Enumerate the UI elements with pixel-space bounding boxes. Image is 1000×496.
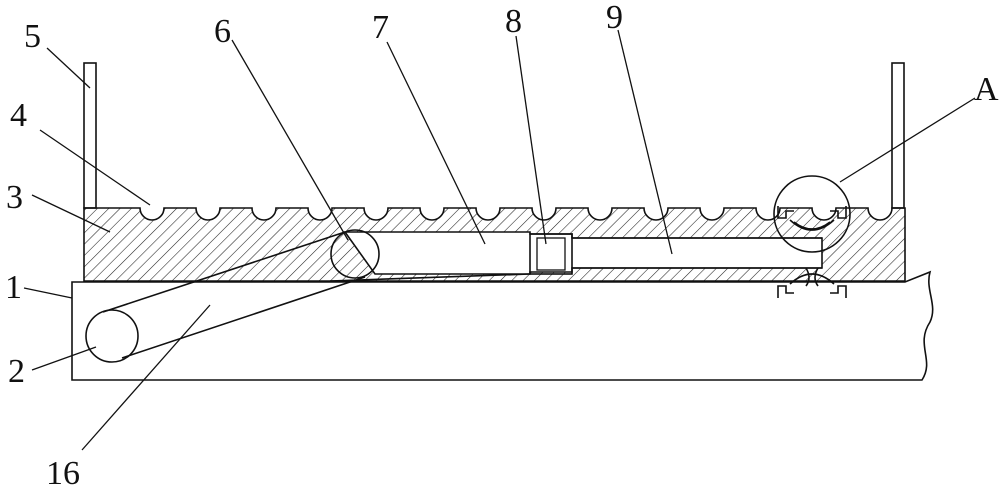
label-8: 8	[505, 3, 522, 40]
label-2: 2	[8, 353, 25, 390]
leader-3	[31, 194, 111, 233]
leader-2	[31, 346, 97, 371]
leader-16	[81, 304, 211, 451]
label-16: 16	[46, 455, 80, 492]
right-post	[891, 62, 905, 209]
label-6: 6	[214, 13, 231, 50]
leader-4	[39, 129, 151, 206]
belt-lower	[121, 276, 366, 359]
leader-6	[231, 39, 349, 241]
belt-upper	[102, 231, 346, 313]
label-A: A	[974, 71, 999, 108]
label-3: 3	[6, 179, 23, 216]
leader-8	[515, 35, 547, 245]
roller-upper	[330, 229, 380, 279]
leader-1	[23, 287, 73, 299]
leader-A	[839, 97, 976, 183]
label-4: 4	[10, 97, 27, 134]
sleeve-8-inner	[536, 237, 566, 271]
label-7: 7	[372, 9, 389, 46]
detail-a-circle	[773, 175, 851, 253]
leader-7	[386, 41, 486, 245]
label-9: 9	[606, 0, 623, 36]
sleeve-8	[529, 233, 573, 275]
detail-a-clamp-lower	[777, 267, 847, 298]
base-plate	[71, 270, 934, 381]
label-1: 1	[5, 269, 22, 306]
roller-lower	[85, 309, 139, 363]
left-post	[83, 62, 97, 209]
channel-lower-edge	[329, 273, 531, 282]
detail-a-clamp-upper	[777, 206, 847, 231]
label-5: 5	[24, 18, 41, 55]
leader-5	[46, 47, 91, 89]
leader-9	[617, 29, 673, 255]
